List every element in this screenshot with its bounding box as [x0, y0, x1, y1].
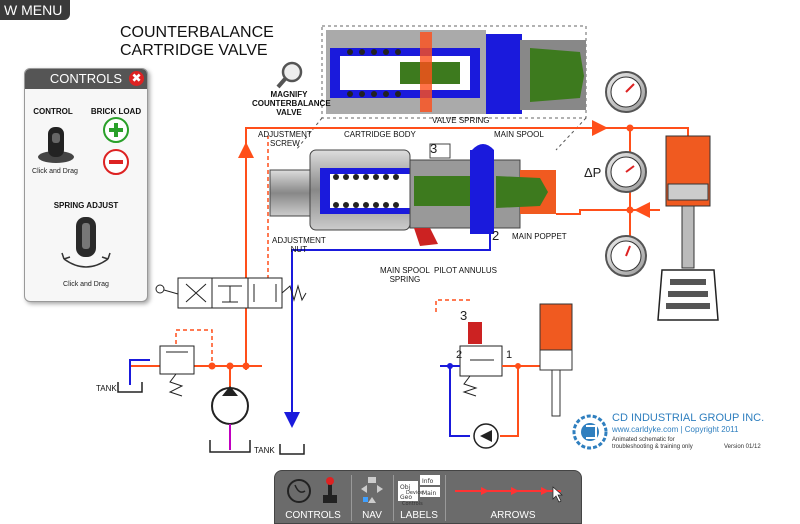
label-main-spool: MAIN SPOOL: [494, 130, 544, 139]
labels-icon-word-4: Main: [422, 490, 437, 497]
labels-icon-word-3: Geo: [400, 494, 412, 501]
pressure-gauge-middle: [605, 151, 647, 193]
return-lines: [129, 234, 491, 400]
label-adjustment-nut-line-2: NUT: [290, 245, 308, 254]
label-main-spool-spring-line-2: SPRING: [389, 275, 421, 284]
add-load-button[interactable]: [103, 117, 129, 143]
controls-panel: CONTROLS ✖ CONTROL BRICK LOAD Click and …: [24, 68, 148, 302]
nav-toolbar-icon[interactable]: [357, 475, 387, 507]
directional-valve-symbol: [155, 277, 307, 309]
tank-label-right: TANK: [254, 446, 275, 455]
labels-toolbar-icon[interactable]: Obj Info Geo Main Device Controls: [396, 473, 442, 507]
toolbar-arrows-label: ARROWS: [490, 510, 536, 521]
pilot-lines: [175, 136, 269, 366]
label-adjustment-nut: ADJUSTMENT NUT: [272, 236, 326, 254]
magnify-label-line-2: COUNTERBALANCE: [252, 99, 331, 108]
magnified-inset: [321, 25, 587, 119]
pressure-gauge-bottom: [605, 235, 647, 277]
company-version: Version 01/12: [724, 444, 761, 450]
label-adjustment-screw: ADJUSTMENT SCREW: [258, 130, 312, 148]
company-desc-2: troubleshooting & training only: [612, 444, 693, 450]
joystick-control[interactable]: [31, 119, 81, 167]
symbol-port-3-label: 3: [460, 308, 468, 323]
brick-load-label: BRICK LOAD: [90, 107, 142, 116]
brick-load: [657, 269, 719, 321]
remove-load-button[interactable]: [103, 149, 129, 175]
toolbar-controls-label: CONTROLS: [285, 510, 341, 521]
relief-valve-symbol: [159, 345, 195, 397]
title-line-1: COUNTERBALANCE: [120, 24, 274, 41]
joystick-hint: Click and Drag: [32, 168, 78, 175]
junction-dots: [208, 124, 634, 370]
hand-cursor-icon: [552, 486, 563, 503]
hydraulic-cylinder: [665, 135, 711, 269]
magnify-label: MAGNIFY COUNTERBALANCE VALVE: [252, 90, 331, 117]
symbol-port-1-label: 1: [506, 349, 513, 361]
pump-symbol: [209, 386, 251, 453]
main-menu-button[interactable]: W MENU: [0, 0, 71, 20]
tank-symbols: [117, 382, 305, 455]
controls-panel-title: CONTROLS: [49, 71, 123, 86]
spring-adjust-label: SPRING ADJUST: [53, 201, 119, 210]
toolbar-separator-2: [393, 475, 394, 521]
toolbar-labels-label: LABELS: [400, 510, 438, 521]
label-adjustment-nut-line-1: ADJUSTMENT: [272, 236, 326, 245]
magnify-label-line-3: VALVE: [276, 108, 302, 117]
labels-icon-word-1: Obj: [400, 484, 411, 491]
company-desc-1: Animated schematic for: [612, 437, 675, 443]
pressure-gauge-top: [605, 71, 647, 113]
label-main-spool-spring-line-1: MAIN SPOOL: [380, 266, 430, 275]
bottom-toolbar: CONTROLS NAV Obj Info Geo Main Device Co…: [274, 470, 582, 524]
delta-p-label: ΔP: [584, 165, 602, 180]
company-web: www.carldyke.com | Copyright 2011: [612, 425, 739, 434]
control-label: CONTROL: [33, 107, 73, 116]
label-adjustment-screw-line-1: ADJUSTMENT: [258, 130, 312, 139]
inset-connectors: [295, 117, 587, 151]
title-line-2: CARTRIDGE VALVE: [120, 42, 268, 59]
port-2-label: 2: [492, 228, 500, 243]
label-main-spool-spring: MAIN SPOOL SPRING: [380, 266, 430, 284]
close-icon[interactable]: ✖: [129, 71, 144, 86]
arrows-toolbar-icon[interactable]: [451, 477, 571, 507]
toolbar-nav-label: NAV: [362, 510, 382, 521]
labels-icon-word-6: Controls: [402, 501, 423, 507]
controls-panel-header: CONTROLS ✖: [25, 69, 147, 89]
cartridge-valve-section: [269, 143, 556, 246]
magnify-icon[interactable]: [276, 61, 303, 89]
label-cartridge-body: CARTRIDGE BODY: [344, 130, 416, 139]
spring-adjust-hint: Click and Drag: [63, 281, 109, 288]
label-pilot-annulus: PILOT ANNULUS: [434, 266, 497, 275]
label-adjustment-screw-line-2: SCREW: [270, 139, 300, 148]
labels-icon-word-5: Device: [406, 490, 423, 496]
symbol-port-2-label: 2: [456, 349, 463, 361]
spring-adjust-knob[interactable]: [56, 213, 116, 275]
company-logo-icon: [572, 414, 608, 450]
controls-toolbar-icon[interactable]: [283, 475, 343, 507]
labels-icon-word-2: Info: [422, 478, 434, 485]
counterbalance-symbol: [435, 299, 573, 449]
toolbar-separator-3: [445, 475, 446, 521]
magnify-label-line-1: MAGNIFY: [270, 90, 308, 99]
tank-label-left: TANK: [96, 384, 117, 393]
diagram-title: COUNTERBALANCE CARTRIDGE VALVE: [120, 24, 274, 60]
label-valve-spring: VALVE SPRING: [432, 116, 490, 125]
company-name: CD INDUSTRIAL GROUP INC.: [612, 412, 765, 424]
toolbar-separator-1: [351, 475, 352, 521]
label-main-poppet: MAIN POPPET: [512, 232, 567, 241]
port-3-label: 3: [430, 141, 438, 156]
